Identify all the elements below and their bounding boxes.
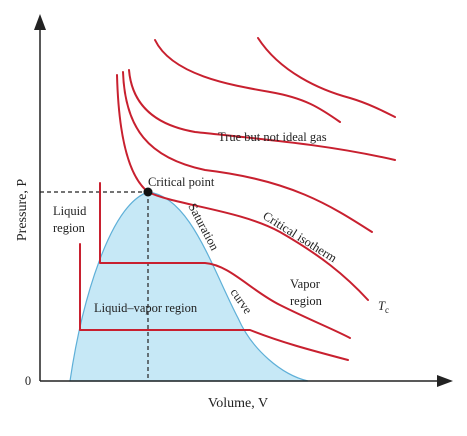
tc-label-main: T <box>378 299 386 313</box>
y-axis-arrow <box>34 14 46 30</box>
origin-label: 0 <box>25 374 31 388</box>
isotherm-above-critical <box>122 71 373 233</box>
isotherm-upper-subcritical <box>99 182 351 339</box>
isotherm-true-gas <box>128 69 396 161</box>
tc-label-sub: c <box>385 305 389 315</box>
liquid-region-label-line2: region <box>53 221 86 235</box>
liquid-vapor-region-label: Liquid–vapor region <box>94 301 198 315</box>
isotherm-lower-subcritical <box>79 243 349 361</box>
liquid-region-label-line1: Liquid <box>53 204 87 218</box>
critical-isotherm-label: Critical isotherm <box>260 209 339 266</box>
saturation-dome <box>69 191 309 382</box>
y-axis-label: Pressure, P <box>15 179 30 241</box>
true-gas-label: True but not ideal gas <box>218 130 327 144</box>
vapor-region-label-line1: Vapor <box>290 277 321 291</box>
critical-isotherm <box>116 74 369 301</box>
critical-point-label: Critical point <box>148 175 215 189</box>
tc-label: Tc <box>378 299 389 315</box>
vapor-region-label-line2: region <box>290 294 323 308</box>
isotherm-top-right <box>257 37 396 118</box>
isotherm-top-left <box>154 39 341 123</box>
x-axis-label: Volume, V <box>208 396 268 411</box>
x-axis-arrow <box>437 375 453 387</box>
critical-point-marker <box>143 187 153 197</box>
